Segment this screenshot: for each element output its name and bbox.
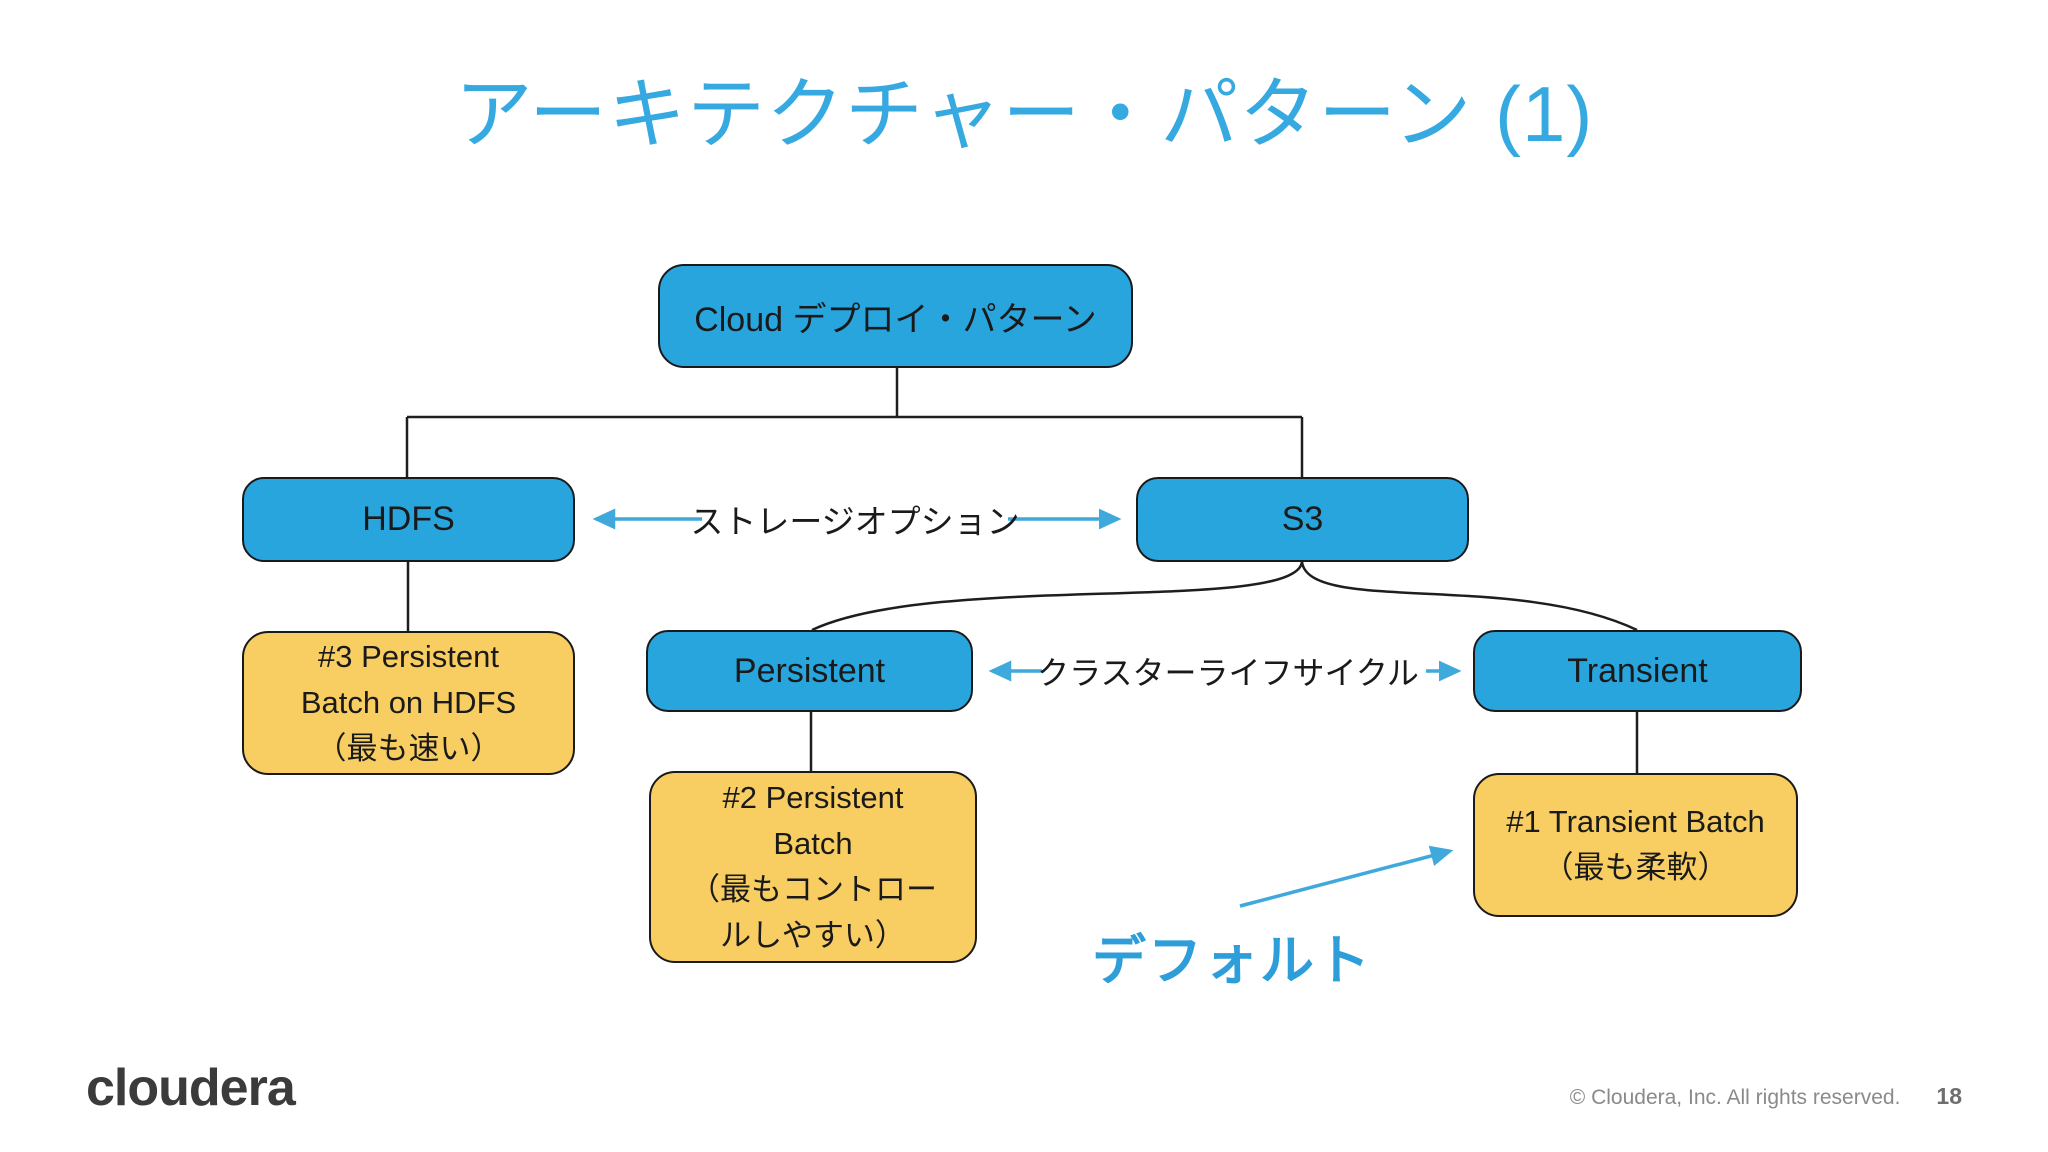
node-batch1-transient-batch: #1 Transient Batch （最も柔軟） [1473,773,1798,917]
node-s3: S3 [1136,477,1469,562]
node-label: S3 [1281,500,1324,538]
node-label-line: Batch [773,826,853,861]
node-batch3-persistent-on-hdfs: #3 Persistent Batch on HDFS （最も速い） [242,631,575,775]
edge-label-cluster-lifecycle: クラスターライフサイクル [1037,655,1419,691]
node-label-line: （最も速い） [315,731,502,766]
page-number: 18 [1936,1083,1962,1109]
node-label-line: #3 Persistent [318,639,499,674]
node-label-line: #2 Persistent [722,780,904,815]
node-transient: Transient [1473,630,1802,712]
default-annotation-label: デフォルト [1092,931,1372,991]
node-batch2-persistent-batch: #2 Persistent Batch （最もコントロー ルしやすい） [649,771,977,963]
node-cloud-deploy-pattern: Cloud デプロイ・パターン [658,264,1133,368]
slide-title: アーキテクチャー・パターン (1) [454,70,1594,158]
node-label-line: ルしやすい） [720,918,906,953]
node-label-line: （最も柔軟） [1542,850,1729,885]
edge-label-storage-option: ストレージオプション [690,503,1020,540]
node-label: Transient [1567,651,1708,690]
node-label: Cloud デプロイ・パターン [694,300,1097,339]
node-label: Persistent [733,651,886,690]
node-hdfs: HDFS [242,477,575,562]
node-label-line: Batch on HDFS [300,685,517,720]
node-persistent: Persistent [646,630,973,712]
node-label-line: #1 Transient Batch [1506,804,1765,839]
cloudera-logo: cloudera [86,1059,296,1117]
node-label-line: （最もコントロー [689,872,937,907]
node-label: HDFS [362,500,455,538]
copyright-text: © Cloudera, Inc. All rights reserved. [1569,1086,1901,1109]
footer: © Cloudera, Inc. All rights reserved. 18 [1570,1083,1962,1110]
